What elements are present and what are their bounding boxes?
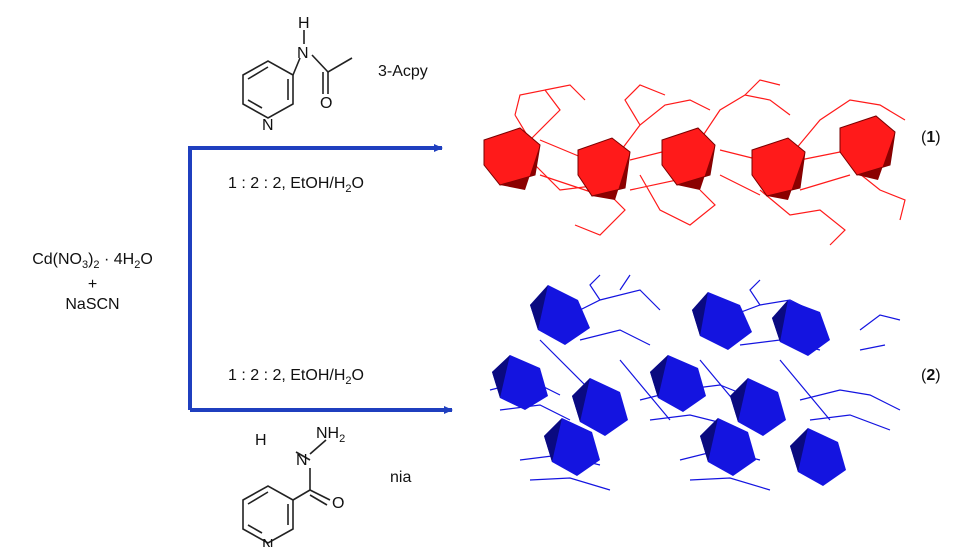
upper-arrow (188, 144, 443, 410)
upper-conditions: 1 : 2 : 2, EtOH/H2O (228, 175, 364, 196)
atom-n-ring-nia: N (262, 537, 274, 547)
reactant-cd-nitrate: Cd(NO3)2 · 4H2O (32, 251, 153, 272)
reactant-plus: + (87, 276, 98, 294)
ligand-3acpy-structure (242, 30, 353, 119)
ligand-nia-structure (242, 439, 331, 544)
atom-h-3acpy: H (298, 15, 310, 32)
crystal-structure-1 (483, 79, 906, 246)
product-label-2: (2) (921, 367, 941, 384)
reaction-arrows (188, 144, 453, 414)
atom-n-ring-3acpy: N (262, 117, 274, 134)
lower-conditions: 1 : 2 : 2, EtOH/H2O (228, 367, 364, 388)
reactant-nascn: NaSCN (65, 296, 120, 314)
crystal-structure-2 (489, 274, 901, 491)
ligand-name-nia: nia (390, 469, 412, 486)
atom-o-3acpy: O (320, 95, 332, 112)
structure-2-polyhedra (492, 285, 846, 486)
reactant-block: Cd(NO3)2 · 4H2O + NaSCN (5, 250, 180, 315)
atom-h-nia: H (255, 432, 267, 449)
atom-nh2-nia: NH2 (316, 425, 345, 445)
atom-o-nia: O (332, 495, 344, 512)
atom-n-amide: N (297, 45, 309, 62)
structure-1-polyhedra (483, 115, 896, 200)
ligand-name-3acpy: 3-Acpy (378, 63, 428, 80)
product-label-1: (1) (921, 129, 941, 146)
atom-n-hydrazide: N (296, 452, 308, 469)
